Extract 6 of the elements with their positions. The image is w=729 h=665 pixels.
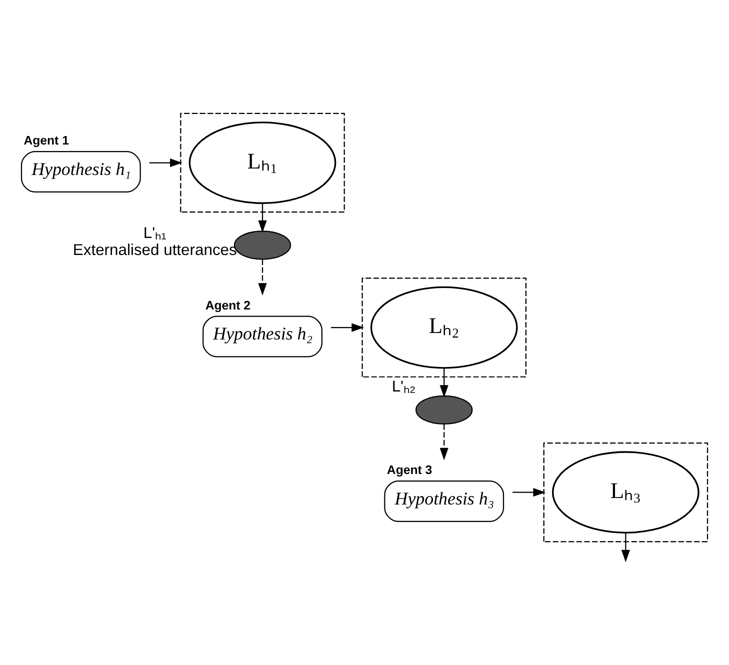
node-label: Externalised utterances xyxy=(72,241,237,258)
node-label: Agent 3 xyxy=(386,462,432,477)
node-label: Agent 2 xyxy=(205,298,251,312)
node-label: L'ₕ₁ xyxy=(143,224,166,242)
node-label: Agent 1 xyxy=(24,133,69,148)
node-label: L'ₕ₂ xyxy=(392,378,416,396)
